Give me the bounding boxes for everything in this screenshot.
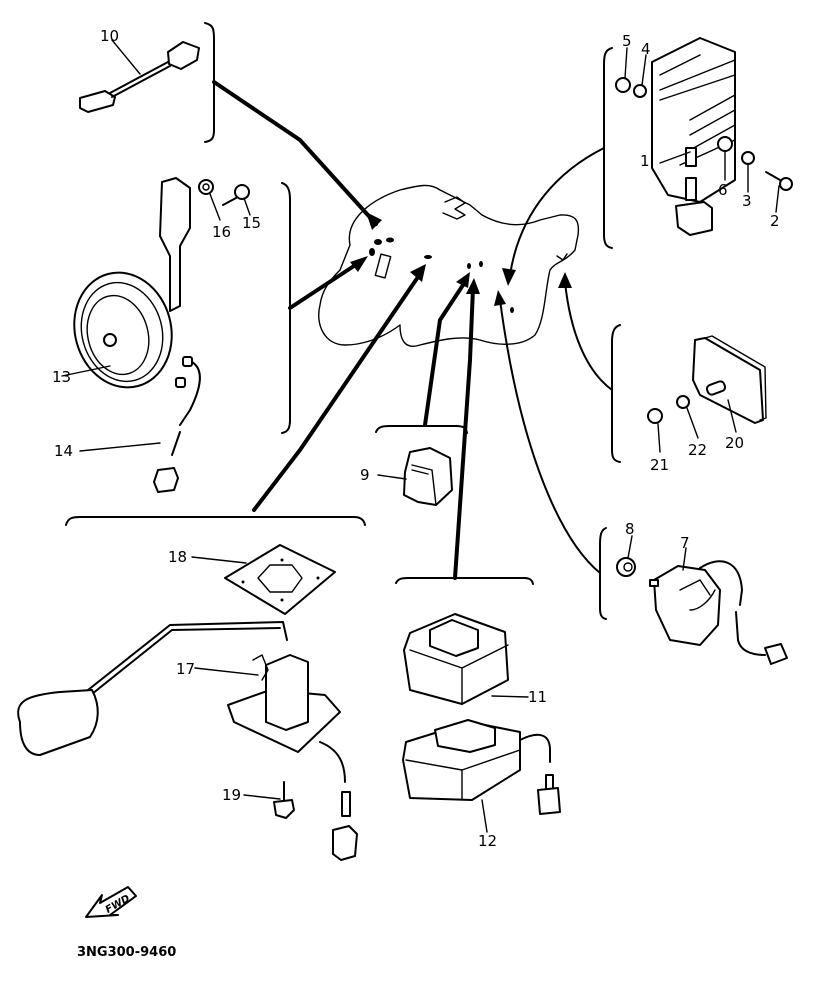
part-5-nut[interactable] — [615, 47, 631, 93]
fwd-direction-arrow: FWD — [85, 886, 137, 918]
label-1: 1 — [640, 152, 650, 170]
part-21-nut[interactable] — [647, 408, 663, 453]
label-19: 19 — [222, 786, 241, 804]
drawing-code: 3NG300-9460 — [77, 945, 176, 960]
part-3-washer[interactable] — [741, 151, 755, 193]
part-19-screw[interactable] — [243, 781, 295, 819]
label-14: 14 — [54, 442, 73, 460]
part-2-bolt[interactable] — [765, 171, 793, 213]
label-13: 13 — [52, 368, 71, 386]
part-1-rectifier[interactable] — [651, 37, 736, 236]
part-16-washer[interactable] — [198, 179, 221, 221]
part-9-relay[interactable] — [377, 447, 453, 506]
label-5: 5 — [622, 32, 632, 50]
label-17: 17 — [176, 660, 195, 678]
part-15-bolt[interactable] — [222, 184, 251, 216]
part-18-gasket[interactable] — [191, 544, 336, 615]
label-4: 4 — [641, 40, 651, 58]
label-9: 9 — [360, 466, 370, 484]
part-17-fuel-sender[interactable] — [17, 621, 358, 861]
part-12-control-unit[interactable] — [402, 719, 561, 833]
label-2: 2 — [770, 212, 780, 230]
bracket-relay-7 — [599, 527, 607, 620]
label-18: 18 — [168, 548, 187, 566]
label-22: 22 — [688, 441, 707, 459]
label-20: 20 — [725, 434, 744, 452]
bracket-rectifier — [603, 47, 613, 249]
part-8-grommet[interactable] — [616, 535, 636, 577]
part-20-resistor[interactable] — [692, 335, 767, 433]
part-13-horn[interactable] — [61, 177, 191, 398]
label-3: 3 — [742, 192, 752, 210]
label-7: 7 — [680, 534, 690, 552]
bracket-flasher — [395, 577, 534, 585]
part-10-wire-lead[interactable] — [79, 39, 200, 113]
part-6-collar[interactable] — [717, 136, 733, 181]
label-8: 8 — [625, 520, 635, 538]
label-10: 10 — [100, 27, 119, 45]
part-22-washer[interactable] — [676, 395, 699, 439]
part-14-horn-lead[interactable] — [79, 356, 201, 493]
bracket-part-10 — [204, 22, 215, 143]
label-11: 11 — [528, 688, 547, 706]
label-12: 12 — [478, 832, 497, 850]
label-16: 16 — [212, 223, 231, 241]
bracket-part-9 — [375, 425, 468, 434]
label-15: 15 — [242, 214, 261, 232]
part-4-washer[interactable] — [633, 54, 647, 98]
part-7-relay[interactable] — [649, 547, 788, 665]
label-6: 6 — [718, 181, 728, 199]
label-21: 21 — [650, 456, 669, 474]
bracket-fuel-sender — [65, 516, 366, 526]
part-11-flasher[interactable] — [403, 613, 529, 705]
bracket-resistor — [611, 324, 621, 463]
frame-outline — [318, 184, 580, 347]
leader-arrows — [212, 80, 613, 580]
